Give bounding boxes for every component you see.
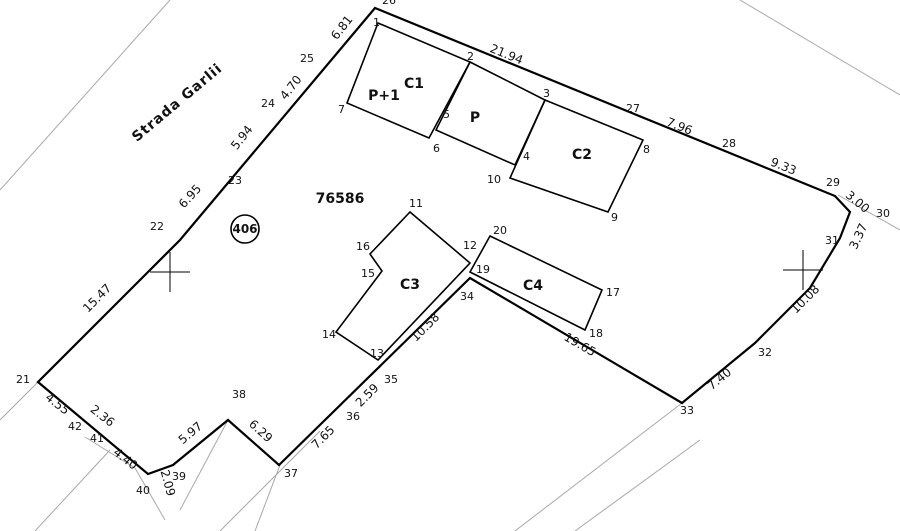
building-c3 <box>334 210 472 362</box>
point-number: 9 <box>611 211 618 224</box>
street-edge-line <box>0 0 171 191</box>
building-c2 <box>508 98 645 213</box>
point-number: 33 <box>680 404 694 417</box>
point-number: 18 <box>589 327 603 340</box>
dimension-label: 4.40 <box>111 445 141 472</box>
neighbor-line-w <box>0 381 39 421</box>
point-number: 8 <box>643 143 650 156</box>
neighbor-line-ne <box>739 0 900 96</box>
point-number: 5 <box>443 108 450 121</box>
point-number: 1 <box>373 16 380 29</box>
point-number: 22 <box>150 220 164 233</box>
parcel-number: 406 <box>232 222 257 236</box>
point-number: 29 <box>826 176 840 189</box>
dimension-label: 10.58 <box>408 310 442 344</box>
building-p-label: P <box>470 110 480 126</box>
point-number: 3 <box>543 87 550 100</box>
point-number: 42 <box>68 420 82 433</box>
point-number: 11 <box>409 197 423 210</box>
dimension-label: 21.94 <box>488 41 525 67</box>
point-number: 40 <box>136 484 150 497</box>
dimension-label: 3.37 <box>846 221 870 251</box>
point-number: 27 <box>626 102 640 115</box>
point-number: 23 <box>228 174 242 187</box>
dimension-label: 6.81 <box>328 13 355 43</box>
building-c1-label: C1 <box>404 76 424 92</box>
point-number: 12 <box>463 239 477 252</box>
point-number: 21 <box>16 373 30 386</box>
dimension-label: 5.94 <box>228 123 255 153</box>
crosshair-left <box>150 252 190 292</box>
dimension-label: 7.40 <box>705 365 734 393</box>
point-number: 6 <box>433 142 440 155</box>
point-number: 26 <box>382 0 396 7</box>
dimension-label: 7.65 <box>309 423 338 452</box>
point-number: 17 <box>606 286 620 299</box>
point-number: 35 <box>384 373 398 386</box>
parcel-number-circle <box>230 214 260 244</box>
street-name: Strada Garlii <box>129 61 226 146</box>
point-number: 32 <box>758 346 772 359</box>
neighbor-line-s5 <box>219 430 321 531</box>
point-number: 24 <box>261 97 275 110</box>
point-number: 14 <box>322 328 336 341</box>
dimension-label: 6.95 <box>176 182 204 211</box>
plot-id: 76586 <box>316 191 365 207</box>
dimension-label: 10.08 <box>788 282 822 316</box>
point-number: 15 <box>361 267 375 280</box>
neighbor-line-sw3 <box>84 436 136 469</box>
point-number: 39 <box>172 470 186 483</box>
point-number: 19 <box>476 263 490 276</box>
building-c1 <box>345 21 472 140</box>
building-c4-label: C4 <box>523 278 543 294</box>
point-number: 2 <box>467 50 474 63</box>
point-number: 31 <box>825 234 839 247</box>
point-number: 4 <box>523 150 530 163</box>
point-number: 30 <box>876 207 890 220</box>
neighbor-line-s3 <box>179 419 229 511</box>
neighbor-line-sw2 <box>134 467 166 521</box>
point-number: 20 <box>493 224 507 237</box>
dimension-label: 4.55 <box>43 390 73 417</box>
point-number: 36 <box>346 410 360 423</box>
neighbor-line-s2 <box>574 439 701 531</box>
point-number: 10 <box>487 173 501 186</box>
neighbor-line-s4 <box>254 464 281 531</box>
point-number: 13 <box>370 347 384 360</box>
neighbor-line-s <box>514 402 683 531</box>
point-number: 28 <box>722 137 736 150</box>
parcel-boundary <box>36 6 852 476</box>
point-number: 34 <box>460 290 474 303</box>
point-number: 7 <box>338 103 345 116</box>
dimension-label: 2.36 <box>88 402 118 429</box>
building-c4 <box>468 234 604 332</box>
dimension-label: 2.59 <box>353 381 382 410</box>
point-number: 41 <box>90 432 104 445</box>
neighbor-line-sw <box>34 449 111 531</box>
building-c1-floors-label: P+1 <box>368 88 400 104</box>
dimension-label: 7.96 <box>664 115 694 138</box>
point-number: 25 <box>300 52 314 65</box>
point-number: 37 <box>284 467 298 480</box>
building-c3-label: C3 <box>400 277 420 293</box>
dimension-label: 2.09 <box>158 468 178 497</box>
point-number: 16 <box>356 240 370 253</box>
building-c2-label: C2 <box>572 147 592 163</box>
neighbor-line-e <box>837 194 900 231</box>
point-number: 38 <box>232 388 246 401</box>
crosshair-right <box>783 250 823 290</box>
